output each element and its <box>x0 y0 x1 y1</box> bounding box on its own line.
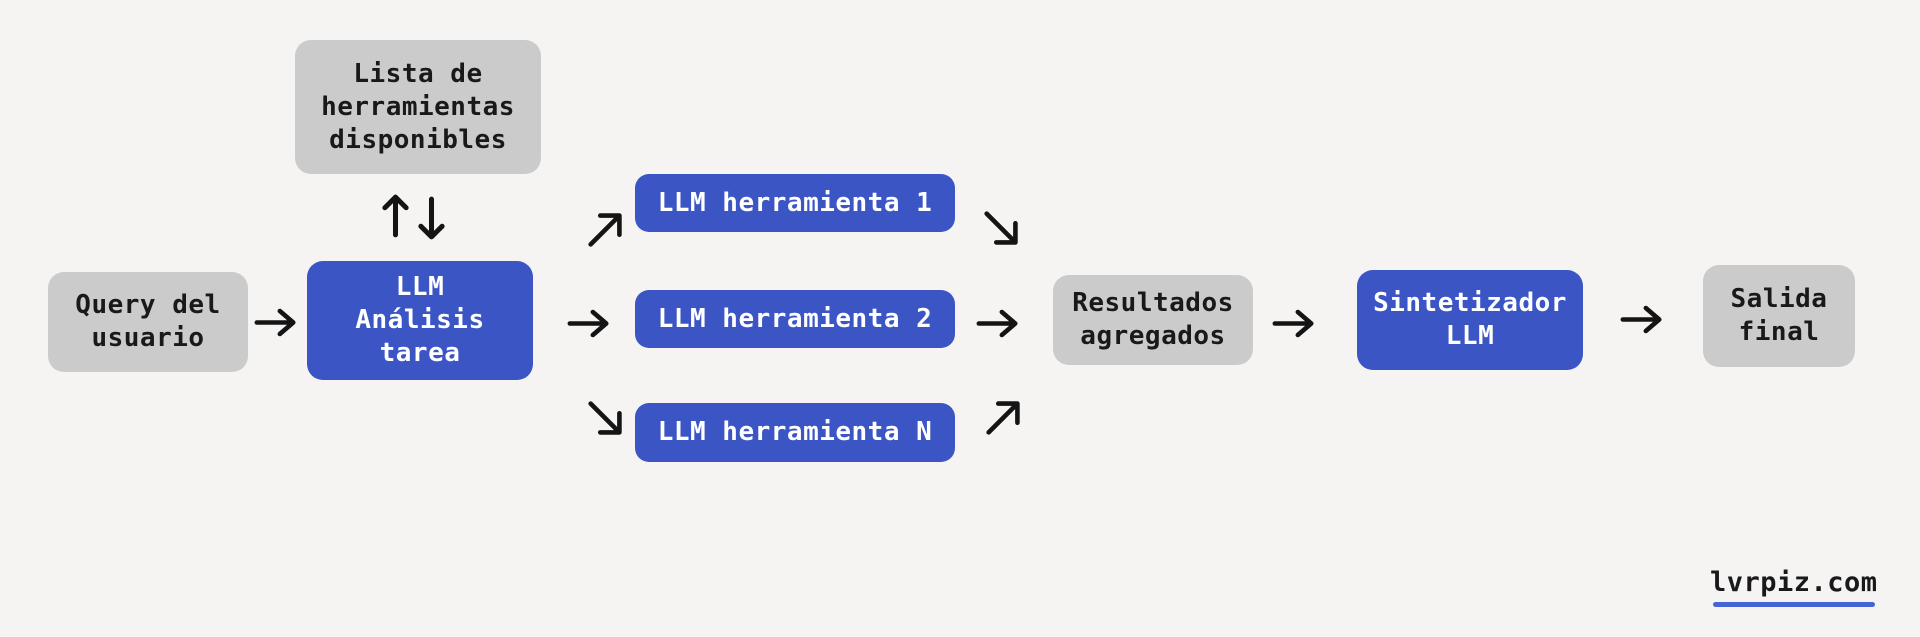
node-line: Resultados <box>1072 288 1234 318</box>
arrow-right-icon <box>975 308 1021 339</box>
node-line: usuario <box>91 323 205 353</box>
node-user-query: Query del usuario <box>48 272 248 372</box>
node-line: LLM <box>1445 321 1495 351</box>
arrow-right-icon <box>253 307 299 338</box>
arrow-down-right-icon <box>979 206 1025 252</box>
node-synthesizer: Sintetizador LLM <box>1357 270 1583 370</box>
node-line: tarea <box>379 338 461 368</box>
node-line: LLM <box>395 272 445 302</box>
node-tool-1: LLM herramienta 1 <box>635 174 955 232</box>
node-line: LLM herramienta N <box>657 417 933 447</box>
arrow-right-icon <box>1271 308 1317 339</box>
node-line: Sintetizador <box>1373 288 1567 318</box>
watermark-link[interactable]: lvrpiz.com <box>1710 567 1878 607</box>
node-line: LLM herramienta 2 <box>657 303 933 334</box>
node-line: Query del <box>75 290 221 320</box>
node-line: herramientas <box>321 91 515 122</box>
node-tool-list: Lista de herramientas disponibles <box>295 40 541 174</box>
node-line: agregados <box>1080 321 1226 351</box>
node-line: Análisis <box>355 305 485 335</box>
arrow-up-right-icon <box>981 394 1027 440</box>
node-tool-n: LLM herramienta N <box>635 403 955 462</box>
node-aggregated-results: Resultados agregados <box>1053 275 1253 365</box>
node-line: final <box>1738 317 1820 347</box>
arrow-up-right-icon <box>583 206 629 252</box>
arrow-right-icon <box>566 308 612 339</box>
node-final-output: Salida final <box>1703 265 1855 367</box>
watermark-text: lvrpiz.com <box>1710 567 1878 598</box>
arrow-up-icon <box>381 192 410 239</box>
node-tool-2: LLM herramienta 2 <box>635 290 955 348</box>
node-line: Lista de <box>353 58 483 89</box>
node-task-analysis: LLM Análisis tarea <box>307 261 533 380</box>
arrow-down-right-icon <box>583 396 629 442</box>
node-line: LLM herramienta 1 <box>657 187 933 218</box>
arrow-down-icon <box>417 195 446 242</box>
node-line: disponibles <box>329 124 507 155</box>
node-line: Salida <box>1730 284 1828 314</box>
watermark-underline <box>1712 602 1875 607</box>
arrow-right-icon <box>1619 304 1665 335</box>
